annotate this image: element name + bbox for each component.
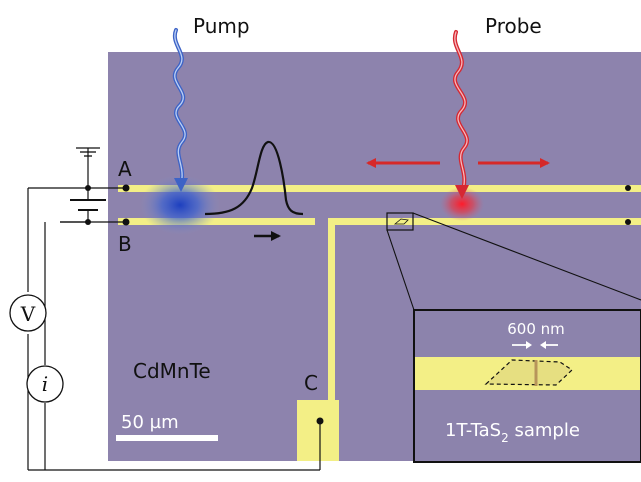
inset-width-label: 600 nm [507, 320, 565, 338]
sample-marker-shape [393, 218, 409, 225]
ammeter-label: i [42, 372, 48, 396]
pump-label: Pump [193, 14, 250, 38]
junction-dot-a [85, 185, 91, 191]
bias-source-symbol [70, 199, 106, 211]
terminal-c-dot [316, 417, 324, 425]
sample-marker-box [386, 212, 414, 231]
ground-symbol [76, 147, 100, 157]
terminal-a-dot [122, 184, 130, 192]
material-label: CdMnTe [133, 359, 211, 383]
scale-bar [116, 435, 218, 441]
lead-a-label: A [118, 157, 132, 181]
probe-arrow-head [455, 185, 469, 199]
probe-spot [440, 187, 484, 221]
circuit-wiring [27, 148, 321, 471]
lead-c-label: C [304, 371, 318, 395]
inset-flake-outline [484, 359, 573, 386]
zoom-line-right [412, 212, 641, 301]
inset-width-arrow-left-head [526, 341, 532, 349]
scale-bar-label: 50 µm [121, 412, 179, 433]
pump-spot [140, 175, 220, 235]
probe-label: Probe [485, 14, 542, 38]
inset-width-arrow-right-head [540, 341, 546, 349]
pump-beam-highlight [174, 29, 186, 186]
right-terminal-a-dot [625, 185, 631, 191]
zoom-line-left [386, 229, 415, 311]
pump-arrow-head [174, 178, 188, 192]
voltmeter-label: V [20, 302, 36, 326]
transmission-line-b-right [329, 218, 641, 225]
transmission-line-a [118, 185, 641, 192]
transmission-line-c [328, 218, 335, 400]
terminal-b-dot [122, 218, 130, 226]
sample-inset: 600 nm 1T-TaS2 sample [413, 309, 641, 463]
inset-sample-label: 1T-TaS2 sample [445, 420, 580, 445]
ammeter-symbol [26, 365, 64, 403]
contact-pad-c [297, 400, 339, 461]
lead-b-label: B [118, 232, 132, 256]
right-terminal-b-dot [625, 219, 631, 225]
junction-dot-b [85, 219, 91, 225]
transmission-line-b-left [118, 218, 315, 225]
probe-beam-highlight [454, 31, 468, 193]
terahertz-pulse [204, 140, 304, 216]
voltmeter-symbol [9, 294, 47, 332]
